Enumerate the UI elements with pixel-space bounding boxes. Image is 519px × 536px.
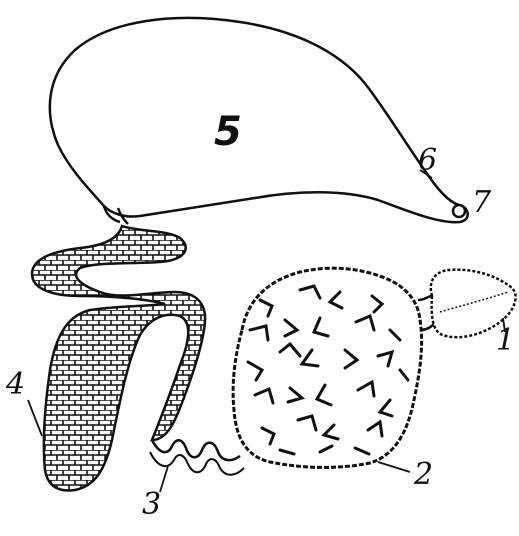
label-5: 5 <box>214 112 242 152</box>
leader-line-2 <box>378 462 410 472</box>
label-2: 2 <box>414 460 433 490</box>
reservoir-sac-outline <box>50 18 468 222</box>
label-6: 6 <box>418 146 437 176</box>
leader-line-4 <box>28 400 42 436</box>
thin-duct <box>152 440 240 460</box>
tip-bulb <box>453 205 465 217</box>
label-4: 4 <box>6 370 25 400</box>
gland-body-outline <box>233 268 422 467</box>
leader-line-3 <box>160 466 168 492</box>
label-1: 1 <box>496 326 515 356</box>
glandular-duct <box>32 226 205 490</box>
label-3: 3 <box>142 490 161 520</box>
label-7: 7 <box>472 188 491 218</box>
